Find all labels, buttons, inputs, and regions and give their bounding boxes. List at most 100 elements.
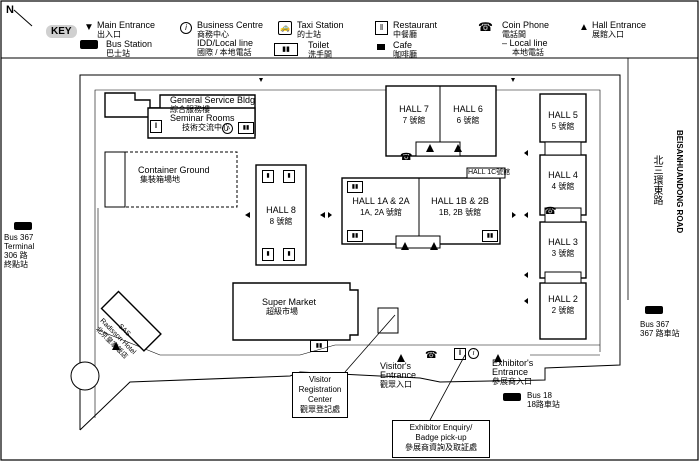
toilet-icon: ▮ (262, 170, 274, 183)
exhibitor-entrance: Exhibitor's Entrance 參展商入口 (492, 358, 534, 387)
hall-6-en: HALL 6 (453, 104, 483, 114)
legend-idd-line-zh: 國際 / 本地電話 (197, 48, 252, 57)
visitor-reg-line3: Center (307, 395, 332, 404)
bus-367-stop-en: Bus 367 (640, 320, 670, 329)
general-service-zh: 綜合服務樓 (170, 105, 210, 114)
legend-coin-phone-en: Coin Phone (502, 20, 550, 30)
bus-367-terminal-line4: 終點站 (4, 260, 28, 269)
exhibitor-entrance-line1: Exhibitor's (492, 358, 534, 368)
hall-6: HALL 6 6 號館 (443, 104, 493, 126)
compass-north: N (6, 4, 14, 16)
legend-restaurant: Restaurant 中餐廳 (393, 20, 438, 40)
bus-icon (645, 306, 663, 314)
legend-hall-entrance-en: Hall Entrance (592, 20, 647, 30)
legend-bus-station-zh: 巴士站 (106, 49, 130, 58)
phone-icon: ☎ (425, 350, 438, 361)
legend-cafe: Cafe 咖啡廳 (393, 40, 417, 60)
legend-hall-entrance: Hall Entrance 展館入口 (592, 20, 647, 40)
legend-bus-station-en: Bus Station (106, 39, 153, 49)
visitor-entrance-line2: Entrance (380, 370, 417, 380)
legend-local-line-zh: 本地電話 (512, 48, 544, 57)
hall-4-en: HALL 4 (548, 170, 578, 180)
legend-bus-station: Bus Station 巴士站 (106, 39, 153, 59)
beisanhuandong-road-zh: 北三環東路 (651, 155, 663, 205)
legend-coin-phone: Coin Phone 電話間 – Local line 本地電話 (502, 20, 550, 58)
legend-business-centre-en: Business Centre (197, 20, 264, 30)
bus-367-terminal-line2: Terminal (4, 242, 35, 251)
legend-main-entrance-en: Main Entrance (97, 20, 156, 30)
hall-7-zh: 7 號館 (402, 116, 426, 125)
container-ground-zh: 集裝箱場地 (140, 175, 180, 184)
visitor-entrance-line1: Visitor's (380, 361, 412, 371)
exhibitor-entrance-line2: Entrance (492, 367, 529, 377)
hall-7: HALL 7 7 號館 (390, 104, 438, 126)
general-service-bldg: General Service Bldg 綜合服務樓 Seminar Rooms… (170, 95, 256, 133)
bus-icon (80, 40, 98, 49)
phone-icon: ☎ (400, 152, 413, 163)
hall-5: HALL 5 5 號館 (540, 110, 586, 132)
restaurant-icon: ‖ (150, 120, 162, 133)
restaurant-icon: ‖ (454, 348, 466, 360)
taxi-icon: 🚕 (278, 21, 292, 35)
legend-restaurant-zh: 中餐廳 (393, 30, 417, 39)
seminar-rooms-en: Seminar Rooms (170, 113, 235, 123)
info-icon: i (222, 123, 233, 134)
exhibitor-entrance-zh: 參展商入口 (492, 377, 532, 386)
seminar-rooms-zh: 技術交流中心 (182, 123, 230, 132)
legend-taxi-station: Taxi Station 的士站 (297, 20, 344, 40)
general-service-en: General Service Bldg (170, 95, 256, 105)
cafe-icon (377, 44, 385, 50)
legend-restaurant-en: Restaurant (393, 20, 438, 30)
legend-toilet: Toilet 洗手間 (308, 40, 332, 60)
container-ground: Container Ground 集裝箱場地 (138, 166, 210, 185)
bus-367-terminal: Bus 367 Terminal 306 路 終點站 (4, 233, 34, 269)
bus-icon (503, 393, 521, 401)
bus-18-stop: Bus 18 18路車站 (527, 391, 560, 409)
bus-18-zh: 18路車站 (527, 400, 560, 409)
visitor-entrance-zh: 觀眾入口 (380, 380, 412, 389)
hall-5-zh: 5 號館 (551, 122, 575, 131)
legend-cafe-en: Cafe (393, 40, 413, 50)
legend-local-line: – Local line (502, 38, 548, 48)
hall-1a-2a: HALL 1A & 2A 1A, 2A 號館 (344, 196, 418, 218)
hall-2-en: HALL 2 (548, 294, 578, 304)
toilet-icon: ▮ (262, 248, 274, 261)
supermarket-zh: 超級市場 (266, 307, 298, 316)
legend-cafe-zh: 咖啡廳 (393, 50, 417, 59)
visitor-entrance: Visitor's Entrance 觀眾入口 (380, 361, 417, 390)
legend-main-entrance-zh: 出入口 (97, 30, 121, 39)
bus-367-terminal-line3: 306 路 (4, 251, 28, 260)
legend-main-entrance: Main Entrance 出入口 (97, 20, 156, 40)
bus-367-terminal-line1: Bus 367 (4, 233, 34, 242)
restaurant-icon: ‖ (375, 21, 388, 35)
toilet-icon: ▮ (283, 248, 295, 261)
info-icon: i (180, 22, 192, 34)
visitor-reg-zh: 觀眾登記處 (300, 405, 340, 414)
phone-icon: ☎ (544, 206, 557, 217)
legend-toilet-en: Toilet (308, 40, 330, 50)
hall-1c: HALL 1C號館 (468, 169, 511, 176)
toilet-icon: ▮▮ (274, 43, 298, 56)
toilet-icon: ▮▮ (482, 230, 498, 242)
beisanhuandong-road: BEISANHUANDONG ROAD (672, 130, 684, 233)
hall-5-en: HALL 5 (548, 110, 578, 120)
bus-367-stop-zh: 367 路車站 (640, 329, 680, 338)
hall-1a-2a-en: HALL 1A & 2A (352, 196, 410, 206)
hall-1a-2a-zh: 1A, 2A 號館 (360, 208, 402, 217)
hall-1b-2b-en: HALL 1B & 2B (431, 196, 489, 206)
supermarket-en: Super Market (262, 297, 317, 307)
hall-1b-2b: HALL 1B & 2B 1B, 2B 號館 (421, 196, 499, 218)
legend-coin-phone-zh: 電話間 (502, 30, 526, 39)
visitor-registration-callout: Visitor Registration Center 觀眾登記處 (292, 372, 348, 418)
legend-taxi-station-en: Taxi Station (297, 20, 344, 30)
toilet-icon: ▮▮ (238, 122, 254, 134)
exhibitor-enquiry-line1: Exhibitor Enquiry/ (409, 423, 473, 432)
visitor-reg-line1: Visitor (308, 375, 332, 384)
info-icon: i (468, 348, 479, 359)
legend-hall-entrance-zh: 展館入口 (592, 30, 624, 39)
exhibitor-enquiry-line2: Badge pick-up (415, 433, 467, 442)
toilet-icon: ▮▮ (347, 230, 363, 242)
hall-4: HALL 4 4 號館 (540, 170, 586, 192)
supermarket: Super Market 超級市場 (262, 297, 317, 317)
bus-icon (14, 222, 32, 230)
